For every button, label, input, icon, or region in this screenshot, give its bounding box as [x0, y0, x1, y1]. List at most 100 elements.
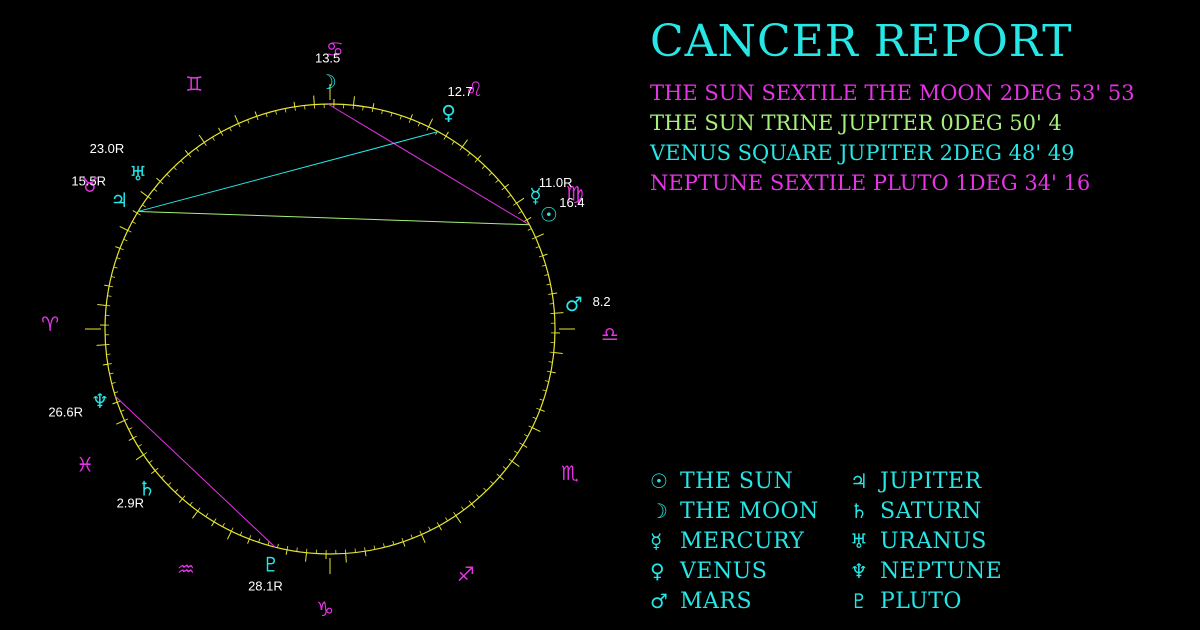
degree-tick [254, 111, 258, 117]
degree-tick [195, 147, 199, 152]
degree-tick [428, 118, 434, 127]
legend-item-mercury: ☿ MERCURY [650, 526, 804, 556]
degree-tick [362, 106, 364, 111]
degree-tick [313, 95, 315, 105]
degree-label: 2.9R [117, 496, 144, 511]
degree-tick [474, 158, 478, 163]
legend-item-neptune: ♆ NEPTUNE [850, 556, 1002, 586]
degree-tick [305, 552, 307, 562]
uranus-icon: ♅ [129, 162, 147, 186]
saturn-icon: ♄ [138, 477, 156, 501]
degree-label: 8.2 [593, 294, 611, 309]
degree-tick [445, 517, 448, 522]
degree-tick [451, 141, 455, 145]
degree-tick [541, 264, 546, 267]
degree-tick [115, 246, 121, 249]
legend-item-moon: ☽ THE MOON [650, 496, 819, 526]
degree-tick [109, 285, 114, 288]
degree-tick [535, 246, 540, 249]
degree-tick [147, 196, 152, 200]
degree-tick [428, 526, 431, 531]
degree-tick [546, 370, 551, 373]
cancer-icon: ♋ [326, 37, 344, 61]
legend-label: VENUS [680, 558, 768, 584]
degree-tick [212, 136, 215, 141]
degree-tick [402, 541, 406, 547]
degree-tick [166, 173, 170, 178]
legend-label: JUPITER [880, 468, 982, 494]
degree-tick [119, 247, 124, 251]
degree-tick [535, 233, 544, 238]
degree-tick [154, 467, 159, 471]
degree-tick [132, 210, 138, 214]
mercury-icon: ☿ [650, 529, 663, 553]
degree-tick [96, 344, 106, 346]
degree-tick [390, 112, 393, 117]
legend-label: MERCURY [680, 528, 805, 554]
degree-tick [514, 450, 518, 454]
degree-tick [519, 442, 524, 446]
degree-tick [192, 510, 199, 519]
degree-tick [410, 114, 413, 120]
degree-tick [426, 126, 429, 131]
jupiter-icon: ♃ [110, 188, 128, 212]
degree-tick [461, 506, 465, 511]
degree-tick [284, 108, 287, 113]
degree-tick [197, 507, 201, 512]
uranus-icon: ♅ [850, 529, 868, 553]
degree-tick [159, 181, 164, 185]
degree-tick [226, 531, 232, 540]
degree-label: 23.0R [90, 141, 125, 156]
natal-chart-wheel: ♈♉♊♋♌♍♎♏♐♑♒♓☉16.4☿11.0R♀12.7☽13.5♂8.2♃15… [41, 37, 619, 621]
degree-tick [436, 522, 440, 526]
degree-tick [127, 230, 132, 233]
moon-icon: ☽ [650, 499, 668, 523]
planet-legend: ☉ THE SUN ☽ THE MOON ☿ MERCURY ♀ VENUS ♂… [650, 466, 1030, 618]
degree-tick [173, 166, 177, 171]
degree-tick [211, 521, 215, 527]
wheel-circle [104, 103, 556, 555]
legend-item-venus: ♀ VENUS [650, 556, 767, 586]
degree-tick [481, 165, 486, 169]
moon-icon: ☽ [319, 70, 337, 94]
degree-tick [112, 401, 118, 405]
degree-tick [527, 228, 532, 231]
degree-tick [167, 482, 172, 486]
degree-tick [417, 122, 421, 127]
aspect-line [327, 103, 530, 226]
sun-icon: ☉ [540, 203, 558, 227]
taurus-icon: ♉ [81, 173, 99, 197]
degree-tick [293, 101, 296, 107]
degree-tick [544, 274, 549, 276]
degree-tick [102, 363, 108, 366]
degree-tick [364, 551, 367, 557]
degree-tick [373, 545, 376, 550]
leo-icon: ♌ [465, 77, 483, 101]
capricorn-icon: ♑ [316, 597, 334, 621]
degree-tick [508, 458, 513, 462]
degree-tick [532, 427, 541, 433]
degree-tick [471, 503, 476, 509]
aspect-item: THE SUN SEXTILE THE MOON 2DEG 53' 53 [650, 81, 1135, 105]
degree-tick [120, 409, 125, 412]
degree-tick [296, 547, 298, 552]
degree-tick [516, 197, 525, 204]
degree-label: 28.1R [248, 579, 283, 594]
degree-tick [399, 115, 402, 120]
legend-label: NEPTUNE [880, 558, 1003, 584]
neptune-icon: ♆ [850, 559, 868, 583]
degree-tick [353, 96, 355, 106]
legend-item-uranus: ♅ URANUS [850, 526, 987, 556]
degree-tick [507, 194, 512, 198]
aquarius-icon: ♒ [177, 557, 195, 581]
degree-tick [143, 452, 148, 456]
degree-tick [229, 127, 232, 132]
degree-tick [142, 204, 146, 208]
degree-tick [124, 418, 129, 421]
degree-tick [371, 108, 374, 113]
neptune-icon: ♆ [91, 389, 109, 413]
degree-tick [364, 547, 366, 552]
degree-tick [174, 489, 179, 493]
degree-tick [104, 284, 110, 287]
degree-tick [518, 211, 523, 214]
